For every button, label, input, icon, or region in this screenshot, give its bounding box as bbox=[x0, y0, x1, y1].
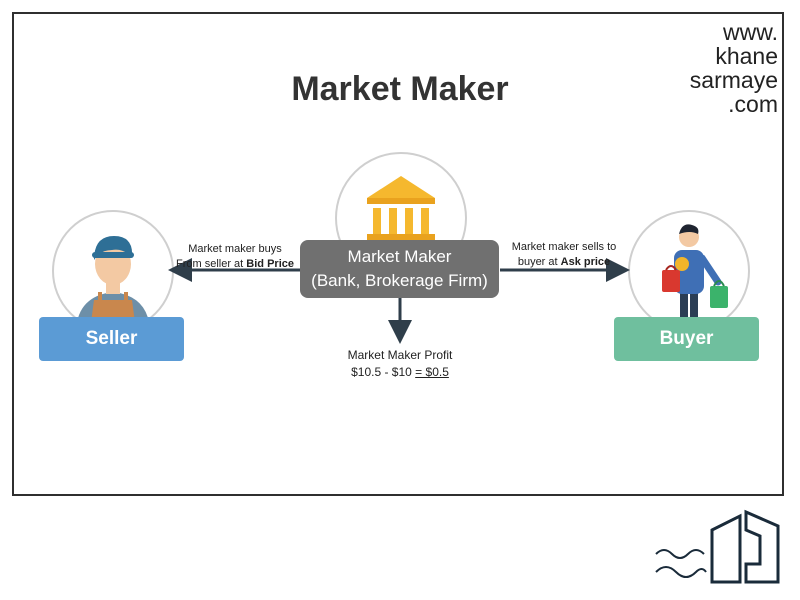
buyer-label: Buyer bbox=[614, 317, 759, 361]
page-title: Market Maker bbox=[291, 70, 509, 108]
buyer-caption-prefix: buyer at bbox=[517, 256, 561, 268]
brand-line-1: www. bbox=[723, 19, 778, 45]
brand-line-4: .com bbox=[728, 91, 778, 117]
buyer-person-icon bbox=[662, 224, 728, 328]
seller-caption-prefix: From seller at bbox=[176, 258, 247, 270]
bank-icon bbox=[367, 176, 435, 240]
brand-line-3: sarmaye bbox=[689, 67, 778, 93]
profit-text: Market Maker Profit $10.5 - $10 = $0.5 bbox=[330, 347, 470, 381]
diagram-frame bbox=[12, 12, 784, 496]
seller-caption-bold: Bid Price bbox=[246, 258, 294, 270]
buyer-caption-bold: Ask price bbox=[560, 256, 611, 268]
market-maker-box: Market Maker (Bank, Brokerage Firm) bbox=[300, 240, 499, 298]
profit-calc: $10.5 - $10 bbox=[351, 365, 416, 379]
seller-caption: Market maker buys From seller at Bid Pri… bbox=[170, 242, 300, 272]
seller-label: Seller bbox=[39, 317, 184, 361]
profit-result: = $0.5 bbox=[415, 365, 449, 379]
brand-url: www. khane sarmaye .com bbox=[690, 20, 778, 116]
seller-caption-line2: From seller at Bid Price bbox=[170, 257, 300, 272]
brand-line-2: khane bbox=[715, 43, 778, 69]
buyer-caption: Market maker sells to buyer at Ask price bbox=[502, 240, 626, 270]
buyer-avatar-circle bbox=[628, 210, 750, 332]
buyer-caption-line2: buyer at Ask price bbox=[502, 255, 626, 270]
profit-line1: Market Maker Profit bbox=[347, 348, 453, 362]
market-maker-subtitle: (Bank, Brokerage Firm) bbox=[311, 271, 488, 290]
buyer-label-text: Buyer bbox=[659, 328, 714, 349]
market-maker-title: Market Maker bbox=[347, 247, 452, 266]
profit-line2: $10.5 - $10 = $0.5 bbox=[330, 364, 470, 381]
seller-caption-line1: Market maker buys bbox=[188, 243, 282, 255]
seller-label-text: Seller bbox=[85, 328, 138, 349]
buyer-caption-line1: Market maker sells to bbox=[511, 241, 617, 253]
